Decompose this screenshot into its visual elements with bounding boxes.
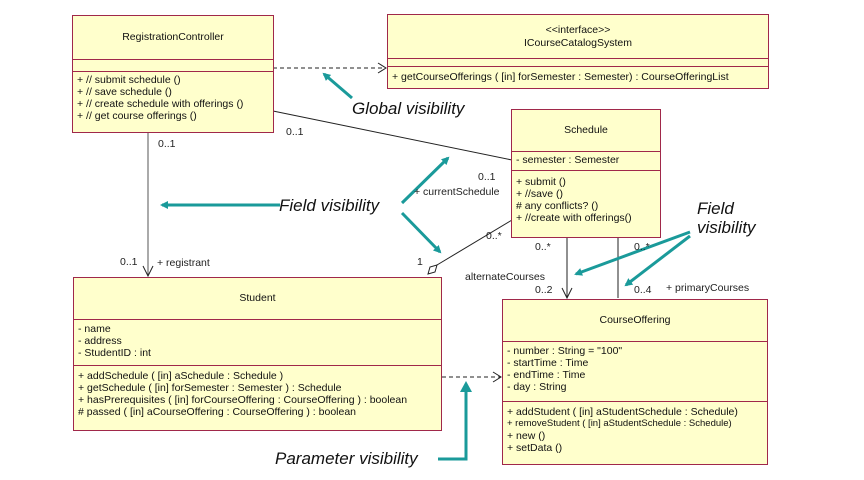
class-schedule[interactable]: Schedule - semester : Semester + submit … — [511, 109, 661, 238]
multiplicity-prim-bottom: 0..4 — [634, 284, 652, 296]
operation: + //create with offerings() — [516, 212, 632, 224]
operations-section: + // submit schedule () + // save schedu… — [73, 72, 273, 124]
multiplicity-rc-student-bottom: 0..1 — [120, 256, 138, 268]
operation: + addStudent ( [in] aStudentSchedule : S… — [507, 406, 738, 418]
operation: + //save () — [516, 188, 563, 200]
operation: + hasPrerequisites ( [in] forCourseOffer… — [78, 394, 408, 406]
field-visibility-down-arrow — [400, 211, 442, 254]
operations-section: + getCourseOfferings ( [in] forSemester … — [388, 67, 768, 85]
attribute: - day : String — [507, 381, 567, 393]
operation: + removeStudent ( [in] aStudentSchedule … — [507, 418, 732, 429]
aggregation-diamond — [427, 264, 438, 275]
operation: + new () — [507, 430, 546, 442]
role-alternate-courses: alternateCourses — [465, 271, 545, 283]
class-name: ICourseCatalogSystem — [524, 36, 632, 49]
multiplicity-alt-bottom: 0..2 — [535, 284, 553, 296]
operation: # any conflicts? () — [516, 200, 599, 212]
attribute: - address — [78, 335, 122, 347]
class-name-cell: RegistrationController — [73, 16, 273, 60]
association-rc-schedule — [272, 110, 513, 161]
multiplicity-student-one: 1 — [417, 256, 423, 268]
dependency-arrowhead-2 — [492, 371, 502, 383]
field-visibility-up-arrow — [400, 156, 450, 205]
class-name: Schedule — [564, 124, 608, 136]
annotation-field-visibility-right-line1: Field — [697, 199, 734, 218]
multiplicity-rc-student-top: 0..1 — [158, 138, 176, 150]
class-name: Student — [239, 292, 276, 304]
class-name-cell: Schedule — [512, 110, 660, 152]
multiplicity-alt-top: 0..* — [535, 241, 551, 253]
parameter-visibility-arrowhead — [460, 381, 472, 392]
operations-section: + addSchedule ( [in] aSchedule : Schedul… — [74, 366, 441, 420]
attributes-section — [73, 60, 273, 72]
operation: + // save schedule () — [77, 86, 172, 98]
attribute: - startTime : Time — [507, 357, 589, 369]
operations-section: + addStudent ( [in] aStudentSchedule : S… — [503, 402, 767, 456]
role-primary-courses: + primaryCourses — [666, 282, 750, 294]
attributes-section: - semester : Semester — [512, 152, 660, 171]
multiplicity-rc-schedule: 0..1 — [286, 126, 304, 138]
operation: + // submit schedule () — [77, 74, 181, 86]
dependency-arrowhead — [377, 62, 387, 74]
class-name-cell: Student — [74, 278, 441, 320]
field-visibility-right-arrow-2 — [624, 234, 691, 287]
attribute: - StudentID : int — [78, 347, 151, 359]
operation: + addSchedule ( [in] aSchedule : Schedul… — [78, 370, 284, 382]
field-visibility-right-arrow-1 — [574, 230, 691, 276]
attributes-section — [388, 59, 768, 67]
class-name: CourseOffering — [599, 314, 671, 326]
attribute: - endTime : Time — [507, 369, 586, 381]
operation: + setData () — [507, 442, 563, 454]
operations-section: + submit () + //save () # any conflicts?… — [512, 171, 660, 226]
operation: + // create schedule with offerings () — [77, 98, 244, 110]
operation: + // get course offerings () — [77, 110, 197, 122]
multiplicity-schedule-student: 0..* — [486, 230, 502, 242]
class-registration-controller[interactable]: RegistrationController + // submit sched… — [72, 15, 274, 133]
attributes-section: - number : String = "100" - startTime : … — [503, 342, 767, 402]
attribute: - name — [78, 323, 111, 335]
annotation-parameter-visibility: Parameter visibility — [275, 449, 418, 468]
class-name: RegistrationController — [122, 31, 224, 43]
class-name-cell: CourseOffering — [503, 300, 767, 342]
global-visibility-arrow — [322, 72, 353, 100]
role-current-schedule: + currentSchedule — [414, 186, 500, 198]
operation: # passed ( [in] aCourseOffering : Course… — [78, 406, 357, 418]
operation: + getCourseOfferings ( [in] forSemester … — [392, 71, 729, 83]
annotation-field-visibility-right-line2: visibility — [697, 218, 756, 237]
aggregation-schedule-student — [436, 219, 513, 266]
attribute: - semester : Semester — [516, 154, 620, 166]
association-arrowhead — [142, 265, 154, 278]
class-icourse-catalog-system[interactable]: <<interface>> ICourseCatalogSystem + get… — [387, 14, 769, 89]
stereotype: <<interface>> — [545, 23, 611, 36]
role-registrant: + registrant — [157, 257, 210, 269]
attribute: - number : String = "100" — [507, 345, 623, 357]
attributes-section: - name - address - StudentID : int — [74, 320, 441, 366]
operation: + submit () — [516, 176, 566, 188]
class-student[interactable]: Student - name - address - StudentID : i… — [73, 277, 442, 431]
annotation-field-visibility-left: Field visibility — [279, 196, 380, 215]
operation: + getSchedule ( [in] forSemester : Semes… — [78, 382, 342, 394]
class-course-offering[interactable]: CourseOffering - number : String = "100"… — [502, 299, 768, 465]
class-name-cell: <<interface>> ICourseCatalogSystem — [388, 15, 768, 59]
multiplicity-prim-top: 0..* — [634, 241, 650, 253]
multiplicity-schedule-current: 0..1 — [478, 171, 496, 183]
parameter-visibility-arrow — [438, 390, 468, 461]
annotation-global-visibility: Global visibility — [352, 99, 465, 118]
alternate-arrowhead — [561, 287, 573, 300]
